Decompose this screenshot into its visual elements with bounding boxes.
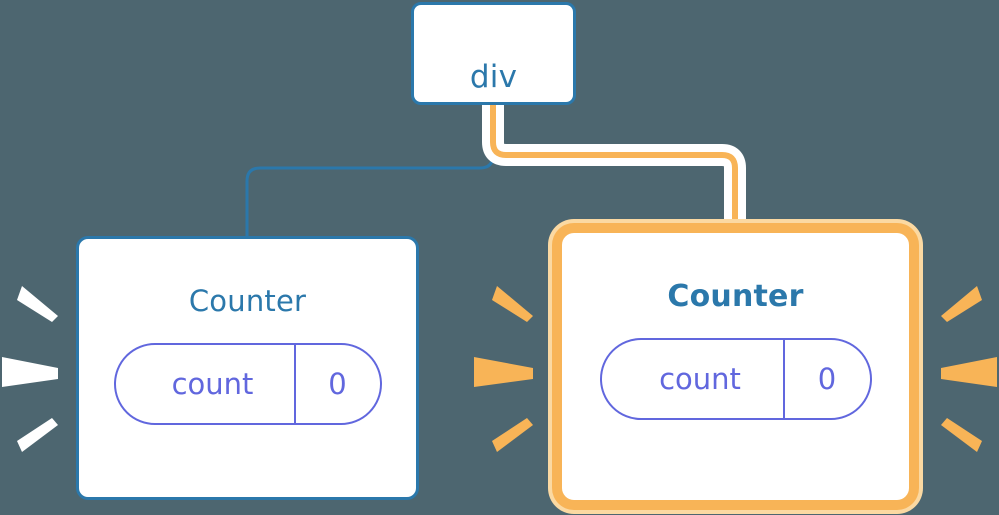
node-div[interactable]: div xyxy=(411,2,576,105)
node-counter-left-title: Counter xyxy=(188,284,307,318)
spark-icon xyxy=(941,357,997,387)
state-key: count xyxy=(171,366,254,401)
node-div-title: div xyxy=(469,59,518,95)
node-counter-right[interactable]: Counter count 0 xyxy=(562,233,909,500)
spark-icon xyxy=(17,286,58,322)
spark-icon xyxy=(492,418,533,452)
edge-div-to-counter-left xyxy=(245,103,495,238)
edge-div-to-counter-right xyxy=(490,105,738,233)
node-counter-right-title: Counter xyxy=(667,279,804,314)
state-pill-counter-right: count 0 xyxy=(599,338,872,420)
node-counter-left[interactable]: Counter count 0 xyxy=(76,236,419,500)
spark-group-right xyxy=(941,286,997,452)
spark-group-left-inner xyxy=(474,286,533,452)
spark-icon xyxy=(2,357,58,387)
spark-icon xyxy=(474,357,533,387)
state-key: count xyxy=(659,361,741,396)
spark-icon xyxy=(492,286,533,322)
spark-icon xyxy=(17,418,58,452)
state-value: 0 xyxy=(782,340,870,418)
edge-div-to-counter-right-halo xyxy=(482,105,746,233)
state-pill-counter-left: count 0 xyxy=(113,343,382,425)
spark-icon xyxy=(941,418,982,452)
state-value: 0 xyxy=(293,345,380,423)
spark-icon xyxy=(941,286,982,322)
spark-group-left-outer xyxy=(2,286,58,452)
